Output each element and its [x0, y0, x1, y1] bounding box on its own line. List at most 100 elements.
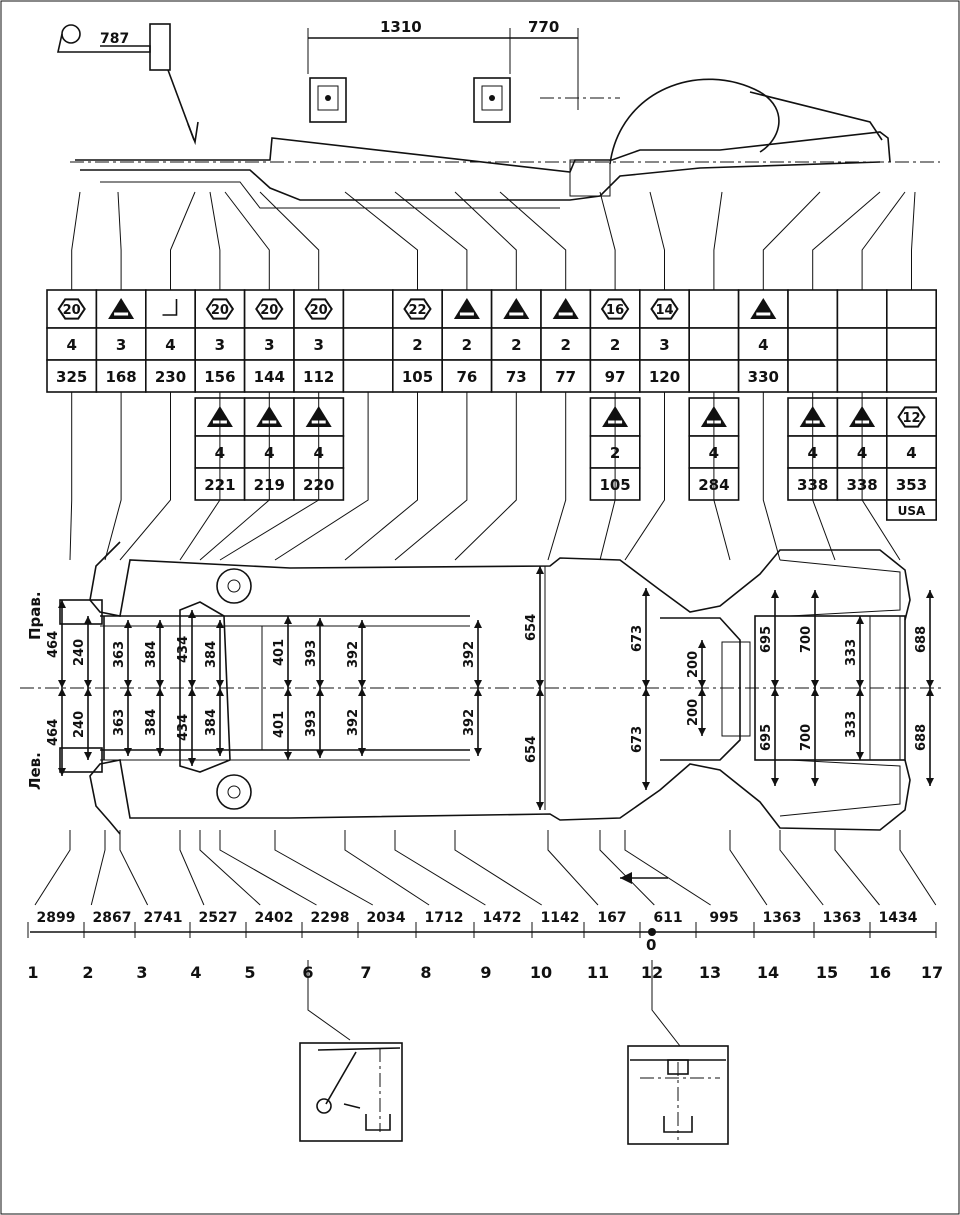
- table-icon-9: [453, 298, 480, 319]
- plan-view: [20, 541, 945, 835]
- dim-f_401-top: 401: [272, 639, 287, 666]
- bottom-dim-5: 2402: [255, 910, 294, 926]
- table-val-13: 120: [649, 368, 680, 386]
- table-val-2: 168: [105, 368, 136, 386]
- table-col-13: 14 3 120: [638, 289, 690, 393]
- tow-hook-inset: 787: [57, 23, 199, 146]
- wheel-front-left: [216, 774, 252, 810]
- table-icon-1-badge: 20: [63, 303, 81, 318]
- bottom-dim-8: 1712: [425, 910, 464, 926]
- table-icon-6-badge: 20: [310, 303, 328, 318]
- lower-table-icon-8: 12: [897, 406, 926, 428]
- bottom-dim-9: 1472: [483, 910, 522, 926]
- table-col-9: 276: [441, 289, 493, 393]
- table-icon-8: 22: [403, 298, 432, 320]
- table-icon-3: [162, 299, 178, 316]
- table-col-11: 2 77: [540, 289, 592, 393]
- point-number-17: 17: [921, 963, 943, 982]
- lower-leaders: [69, 392, 901, 561]
- dim-m_673-top: 673: [630, 625, 645, 652]
- dim-f_401-bottom: 401: [272, 711, 287, 738]
- dim-r_695-top: 695: [759, 626, 774, 653]
- top-dimensions: 1310 770: [307, 18, 620, 123]
- dim-f_392a-top: 392: [346, 641, 361, 668]
- bottom-dim-1: 2899: [37, 910, 76, 926]
- bottom-dim-16: 1434: [879, 910, 918, 926]
- dim-f_384b-bottom: 384: [204, 709, 219, 736]
- bottom-dim-7: 2034: [367, 910, 406, 926]
- dim-front_464-bottom: 464: [46, 719, 61, 746]
- table-qty-11: 2: [560, 336, 570, 354]
- bottom-dim-11: 167: [597, 910, 626, 926]
- table-val-12: 97: [605, 368, 626, 386]
- bottom-dim-6: 2298: [311, 910, 350, 926]
- dim-f_384a-top: 384: [144, 641, 159, 668]
- point-number-15: 15: [816, 963, 838, 982]
- table-qty-8: 2: [412, 336, 422, 354]
- inset-dim-787: 787: [100, 31, 129, 47]
- table-qty-3: 4: [165, 336, 175, 354]
- table-qty-6: 3: [313, 336, 323, 354]
- table-icon-4-badge: 20: [211, 303, 229, 318]
- table-val-9: 76: [456, 368, 477, 386]
- table-qty-12: 2: [610, 336, 620, 354]
- point-number-14: 14: [757, 963, 779, 982]
- table-val-11: 77: [555, 368, 576, 386]
- dim-r_688-bottom: 688: [914, 724, 929, 751]
- table-icon-5: 20: [255, 298, 284, 320]
- dim-r_700-top: 700: [799, 626, 814, 653]
- dim-m_654-bottom: 654: [524, 736, 539, 763]
- zero-label: 0: [646, 936, 656, 954]
- point-number-3: 3: [136, 963, 147, 982]
- table-qty-15: 4: [758, 336, 768, 354]
- table-icon-5-badge: 20: [260, 303, 278, 318]
- dim-r_333-top: 333: [844, 639, 859, 666]
- table-qty-2: 3: [116, 336, 126, 354]
- table-qty-4: 3: [215, 336, 225, 354]
- bottom-dim-13: 995: [709, 910, 738, 926]
- table-col-10: 273: [490, 289, 542, 393]
- point-number-10: 10: [530, 963, 552, 982]
- point-number-7: 7: [360, 963, 371, 982]
- bottom-dim-10: 1142: [541, 910, 580, 926]
- table-qty-13: 3: [659, 336, 669, 354]
- table-col-16: [787, 289, 839, 393]
- point-number-11: 11: [587, 963, 609, 982]
- dim-f_401: 401 401: [272, 616, 292, 760]
- table-qty-1: 4: [66, 336, 76, 354]
- bottom-leaders: [34, 830, 937, 906]
- table-val-5: 144: [254, 368, 285, 386]
- zero-marker: 0: [620, 872, 668, 954]
- side-view: [70, 78, 940, 209]
- wheel-front-right: [216, 568, 252, 604]
- lower-table-qty-8: 4: [906, 444, 916, 462]
- point-number-8: 8: [420, 963, 431, 982]
- dim-770: 770: [528, 18, 559, 36]
- bottom-dim-15: 1363: [823, 910, 862, 926]
- dim-f_363-bottom: 363: [112, 709, 127, 736]
- table-qty-10: 2: [511, 336, 521, 354]
- point-number-2: 2: [82, 963, 93, 982]
- table-icon-13-badge: 14: [655, 303, 673, 318]
- dim-m_673-bottom: 673: [630, 726, 645, 753]
- dim-r_200-top: 200: [686, 651, 701, 678]
- table-icon-4: 20: [205, 298, 235, 320]
- dim-1310: 1310: [380, 18, 422, 36]
- table-col-17: [836, 289, 888, 393]
- dim-f_393-bottom: 393: [304, 710, 319, 737]
- table-val-8: 105: [402, 368, 433, 386]
